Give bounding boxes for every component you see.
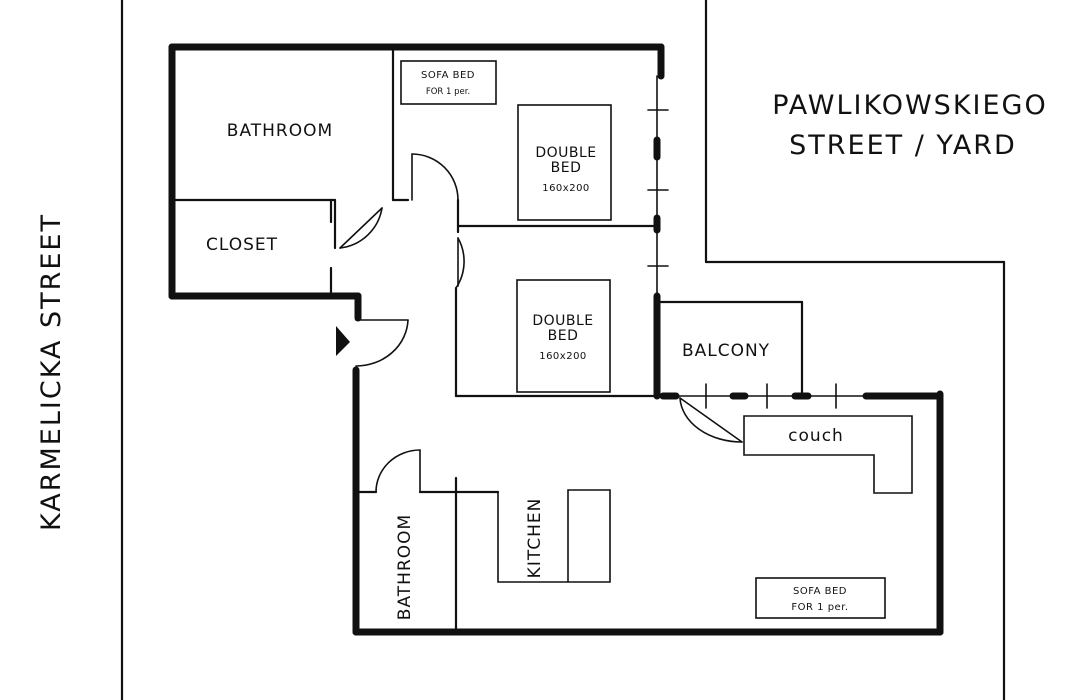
sofa-bed-top-box <box>400 60 497 105</box>
doors <box>339 153 743 493</box>
pawlikowskiego-label-line1: PAWLIKOWSKIEGO <box>772 90 1047 121</box>
bathroom-top-label: BATHROOM <box>227 121 333 141</box>
street-boundaries <box>120 0 1006 700</box>
window-marks <box>647 75 867 409</box>
double-bed-bottom-line1: DOUBLE <box>532 313 593 329</box>
kitchen-label: KITCHEN <box>525 498 545 579</box>
double-bed-bottom-size: 160x200 <box>539 351 587 362</box>
sofa-bed-bottom-line1: SOFA BED <box>793 586 847 597</box>
exterior-walls <box>168 43 944 636</box>
double-bed-bottom-line2: BED <box>548 328 579 344</box>
bathroom-bottom-label: BATHROOM <box>395 514 415 620</box>
entrance-arrow-icon <box>336 326 350 356</box>
double-bed-bottom <box>516 279 611 393</box>
sofa-bed-top-line2: FOR 1 per. <box>426 87 470 97</box>
sofa-bed-top-line1: SOFA BED <box>421 70 475 81</box>
interior-walls <box>174 45 804 634</box>
double-bed-top-size: 160x200 <box>542 183 590 194</box>
kitchen-counter <box>497 489 611 583</box>
karmelicka-street-label: KARMELICKA STREET <box>36 213 67 531</box>
sofa-bed-bottom-line2: FOR 1 per. <box>791 602 848 613</box>
couch-label: couch <box>788 426 844 446</box>
double-bed-top <box>517 104 612 221</box>
balcony-label: BALCONY <box>682 341 770 361</box>
sofa-bed-bottom-box <box>755 577 886 619</box>
couch-shape <box>743 415 913 494</box>
double-bed-top-line1: DOUBLE <box>535 145 596 161</box>
double-bed-top-line2: BED <box>551 160 582 176</box>
pawlikowskiego-label-line2: STREET / YARD <box>789 130 1017 161</box>
closet-label: CLOSET <box>206 235 278 255</box>
